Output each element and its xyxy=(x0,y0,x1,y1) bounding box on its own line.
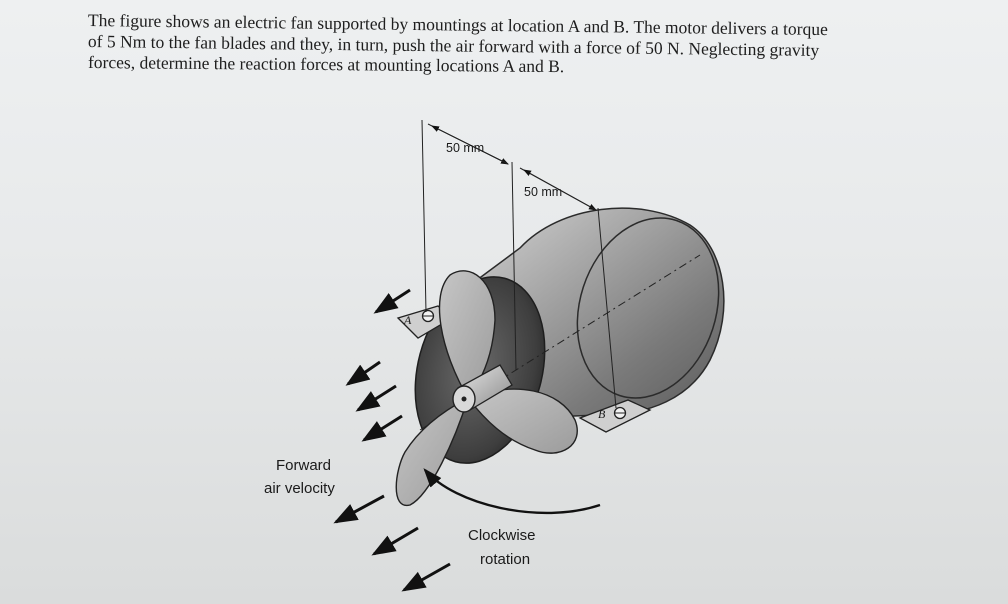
dimension-label-a: 50 mm xyxy=(446,141,484,155)
mount-a-bracket: A xyxy=(396,305,454,339)
fan-blades xyxy=(395,270,578,506)
rotation-label-2: rotation xyxy=(480,551,530,568)
rotation-arrow xyxy=(423,468,601,515)
air-velocity-label-2: air velocity xyxy=(264,480,335,497)
mount-a-label: A xyxy=(403,313,412,327)
air-velocity-label-1: Forward xyxy=(276,457,331,474)
rotation-label-1: Clockwise xyxy=(468,527,536,544)
air-velocity-arrows xyxy=(333,288,451,592)
dimension-label-b: 50 mm xyxy=(524,185,562,199)
fan-hub xyxy=(452,364,513,413)
mount-b-label: B xyxy=(598,407,606,421)
mount-b-bracket: B xyxy=(578,399,652,433)
